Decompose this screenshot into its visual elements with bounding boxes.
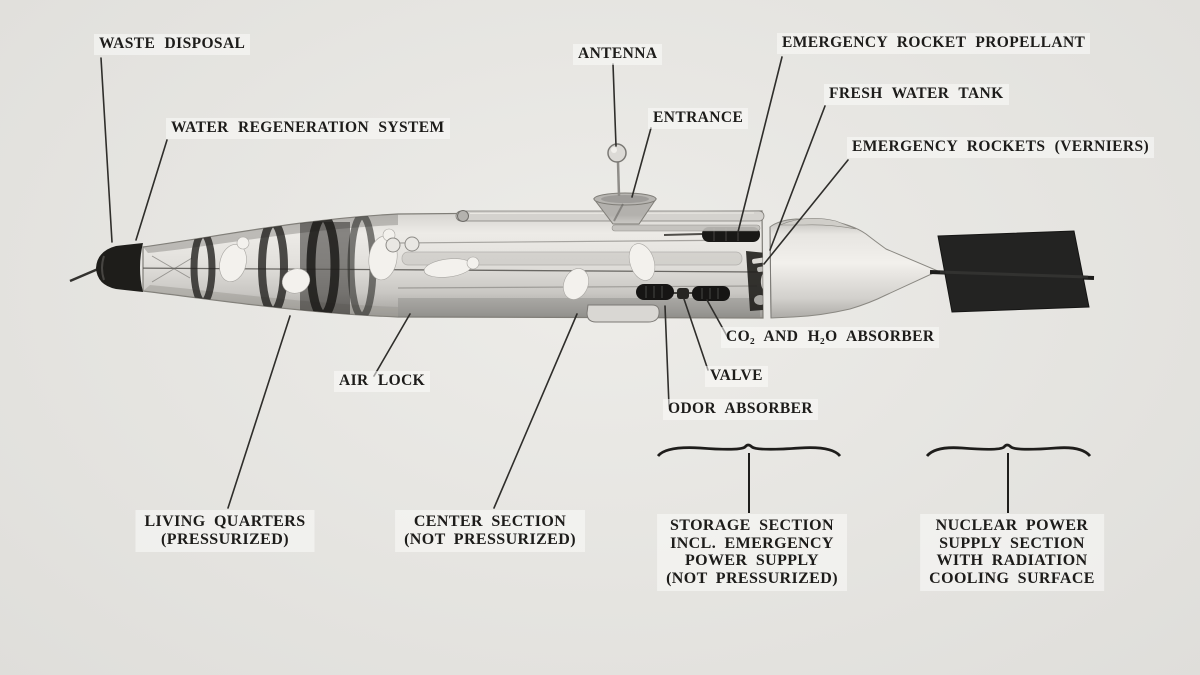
label-line: STORAGE SECTION	[670, 517, 834, 534]
leader-odor-absorber	[664, 305, 670, 407]
label-line: INCL. EMERGENCY	[670, 534, 834, 552]
entrance-funnel	[592, 192, 657, 225]
label-air-lock: AIR LOCK	[334, 371, 431, 392]
leader-fresh-water-tank	[769, 105, 826, 251]
label-line: CENTER SECTION	[413, 513, 567, 530]
brace-storage-section	[656, 443, 842, 457]
section-braces	[656, 443, 1092, 513]
leader-emergency-rockets	[763, 159, 849, 265]
label-line: (NOT PRESSURIZED)	[666, 569, 838, 587]
tail-cone	[769, 217, 940, 319]
label-valve: VALVE	[705, 366, 768, 387]
leader-valve	[683, 298, 709, 371]
leader-entrance	[631, 127, 652, 198]
label-water-regeneration-system: WATER REGENERATION SYSTEM	[166, 118, 450, 139]
label-line: SUPPLY SECTION	[939, 534, 1085, 552]
label-storage-section: STORAGE SECTION INCL. EMERGENCY POWER SU…	[657, 514, 847, 591]
cutaway-interior	[143, 212, 763, 318]
airlock-pod	[586, 304, 660, 323]
label-living-quarters: LIVING QUARTERS (PRESSURIZED)	[135, 510, 315, 552]
antenna-mast	[607, 143, 627, 197]
label-co2-and-h2o-absorber: CO₂ AND H₂O ABSORBER	[721, 327, 940, 348]
leader-center-section	[493, 313, 578, 509]
nose-cap	[69, 243, 143, 292]
storage-void	[746, 251, 763, 311]
leader-water-regeneration	[135, 139, 168, 241]
leader-rocket-propellant	[737, 56, 783, 233]
label-center-section: CENTER SECTION (NOT PRESSURIZED)	[395, 510, 585, 552]
label-line: WITH RADIATION	[936, 552, 1088, 569]
absorber-equipment	[636, 284, 730, 301]
label-waste-disposal: WASTE DISPOSAL	[94, 34, 251, 55]
label-entrance: ENTRANCE	[648, 108, 749, 129]
leader-living-quarters	[227, 315, 291, 509]
leader-antenna	[612, 63, 617, 147]
leader-air-lock	[373, 313, 411, 377]
label-line: (NOT PRESSURIZED)	[404, 530, 576, 548]
label-nuclear-power-section: NUCLEAR POWER SUPPLY SECTION WITH RADIAT…	[920, 514, 1104, 591]
radiator-assembly	[929, 230, 1095, 313]
label-emergency-rockets-verniers: EMERGENCY ROCKETS (VERNIERS)	[847, 137, 1155, 158]
label-line: POWER SUPPLY	[684, 552, 819, 569]
label-odor-absorber: ODOR ABSORBER	[663, 399, 818, 420]
antenna-ball	[607, 143, 627, 163]
label-antenna: ANTENNA	[573, 44, 663, 65]
label-line: NUCLEAR POWER	[935, 517, 1089, 534]
label-emergency-rocket-propellant: EMERGENCY ROCKET PROPELLANT	[777, 33, 1091, 54]
label-line: (PRESSURIZED)	[161, 530, 289, 548]
leader-waste-disposal	[100, 57, 113, 243]
label-line: COOLING SURFACE	[929, 569, 1095, 587]
label-line: LIVING QUARTERS	[144, 513, 306, 530]
radiation-cooling-panel	[937, 230, 1090, 313]
brace-nuclear-section	[925, 443, 1092, 457]
label-fresh-water-tank: FRESH WATER TANK	[824, 84, 1009, 105]
